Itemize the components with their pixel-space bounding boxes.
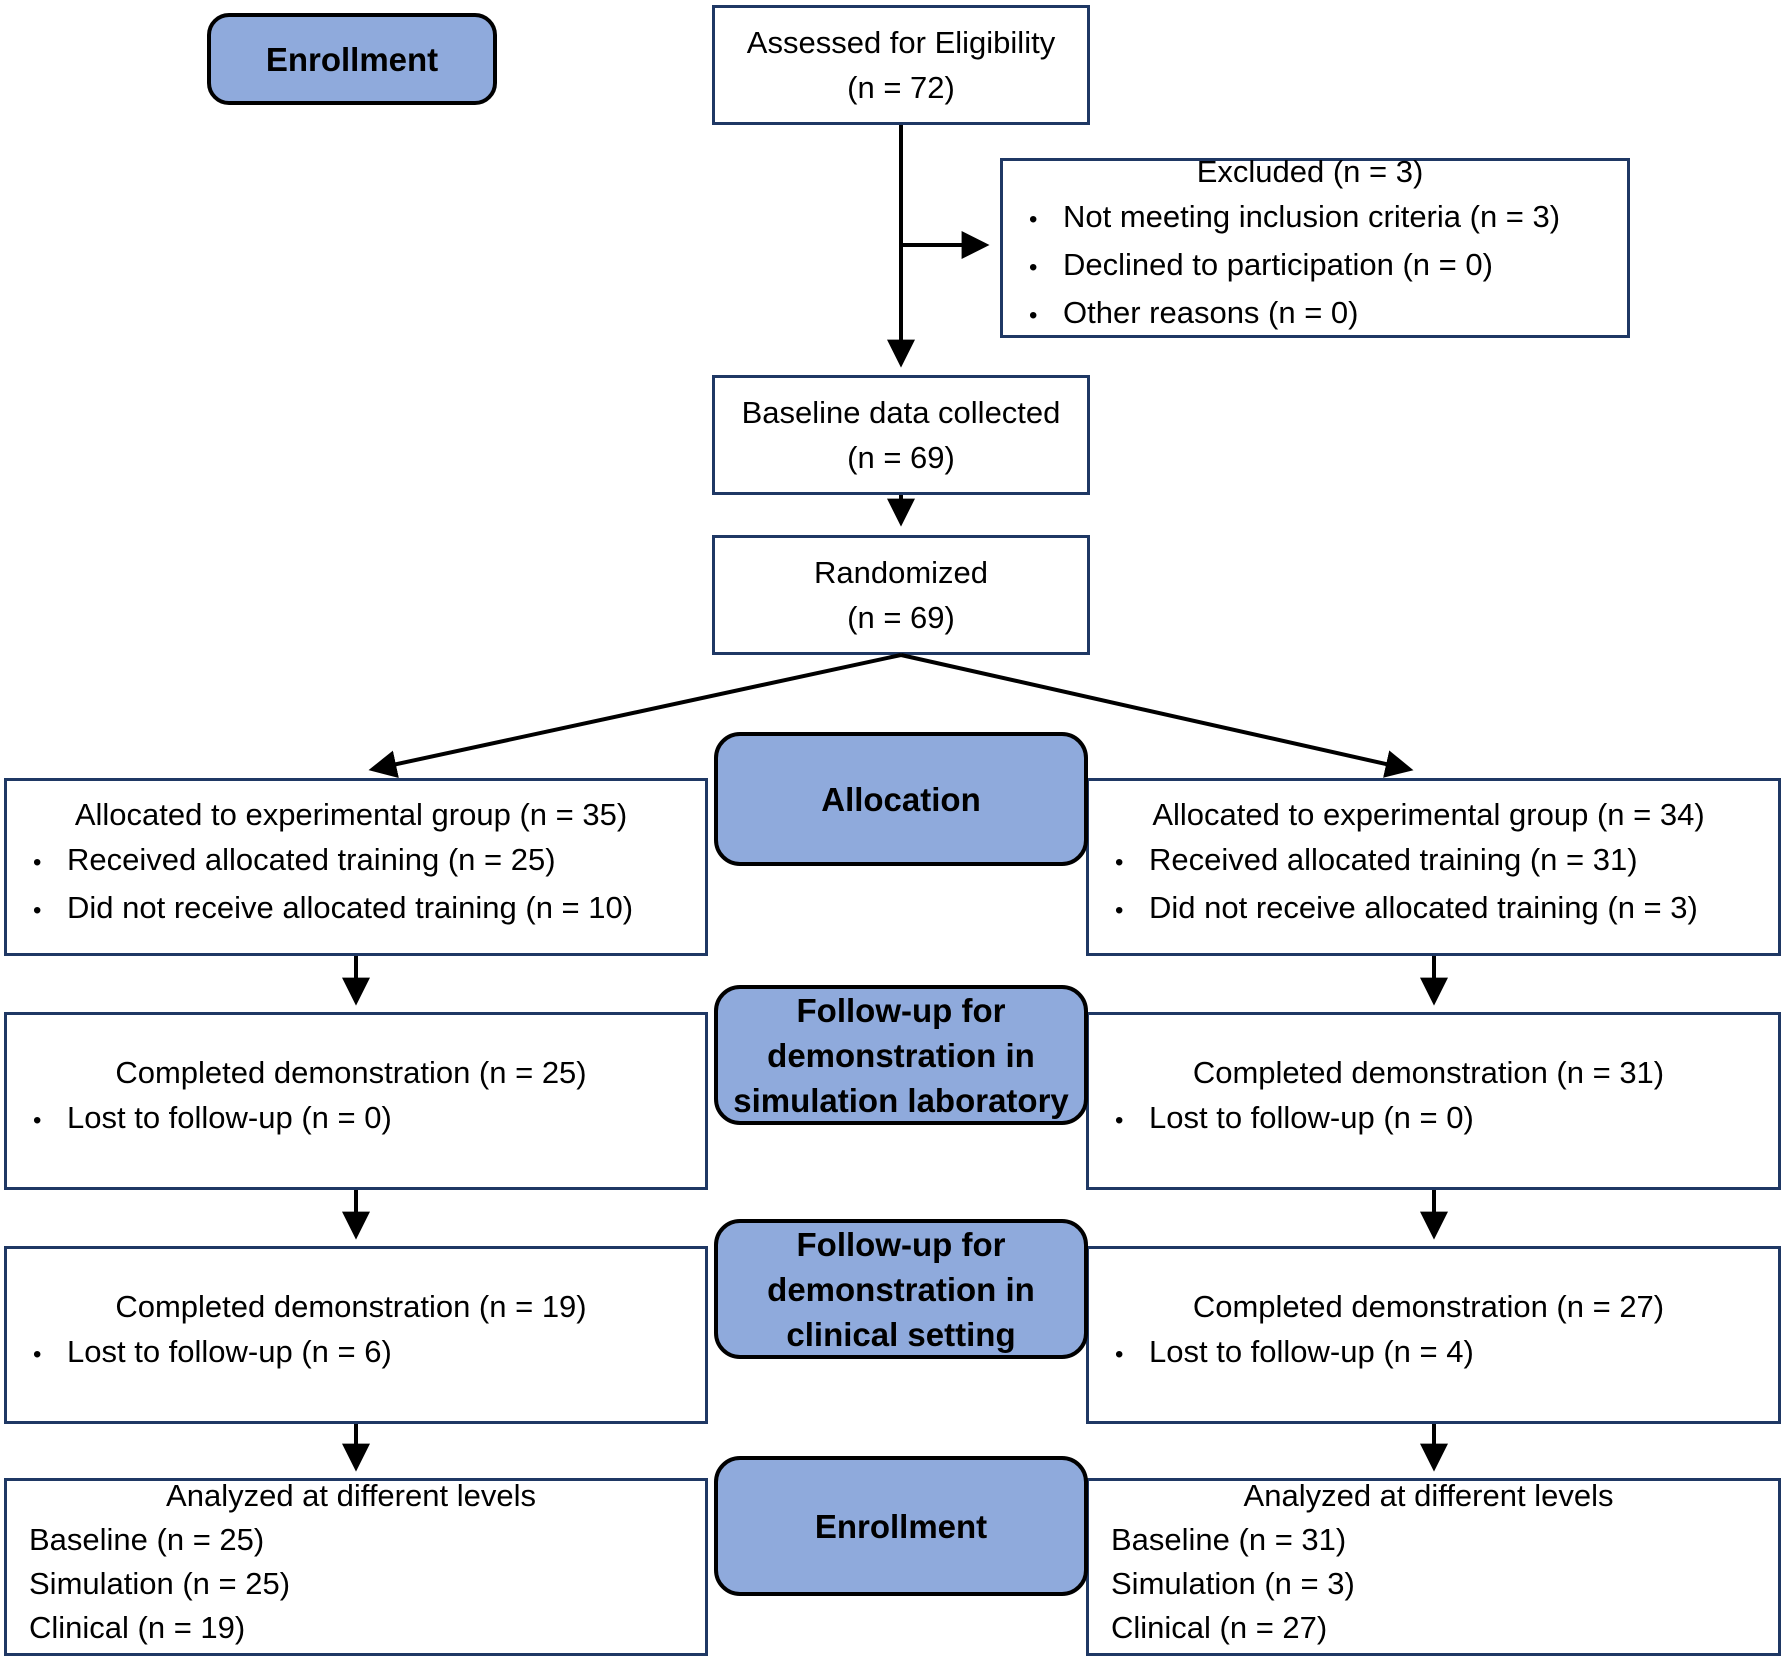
excluded-bullet-text: Other reasons (n = 0) (1063, 294, 1359, 330)
allocated-right-bullet-text: Received allocated training (n = 31) (1149, 841, 1638, 877)
baseline-line2: (n = 69) (847, 440, 955, 475)
excluded-bullet: • Declined to participation (n = 0) (1003, 242, 1617, 290)
assessed-line2: (n = 72) (847, 70, 955, 105)
clinical-left-bullet-text: Lost to follow-up (n = 6) (67, 1333, 392, 1369)
allocated-right-title: Allocated to experimental group (n = 34) (1152, 796, 1705, 832)
bullet-icon: • (1115, 896, 1124, 924)
simulation-right-bullet-text: Lost to follow-up (n = 0) (1149, 1099, 1474, 1135)
analyzed-right-box: Analyzed at different levels Baseline (n… (1086, 1478, 1781, 1656)
allocated-left-bullet-text: Received allocated training (n = 25) (67, 841, 556, 877)
simulation-left-title: Completed demonstration (n = 25) (115, 1054, 587, 1090)
stage-followup-simulation-label: Follow-up for demonstration in simulatio… (733, 991, 1069, 1119)
analyzed-right-line: Baseline (n = 31) (1111, 1522, 1347, 1557)
excluded-bullet-text: Not meeting inclusion criteria (n = 3) (1063, 198, 1561, 234)
clinical-right-box: Completed demonstration (n = 27) • Lost … (1086, 1246, 1781, 1424)
baseline-box: Baseline data collected (n = 69) (712, 375, 1090, 495)
simulation-left-box: Completed demonstration (n = 25) • Lost … (4, 1012, 708, 1190)
stage-followup-clinical: Follow-up for demonstration in clinical … (714, 1219, 1088, 1359)
allocated-left-bullet-text: Did not receive allocated training (n = … (67, 889, 634, 925)
bullet-icon: • (1029, 205, 1038, 233)
stage-followup-simulation: Follow-up for demonstration in simulatio… (714, 985, 1088, 1125)
allocated-left-bullet: • Did not receive allocated training (n … (7, 885, 695, 933)
bullet-icon: • (1029, 301, 1038, 329)
stage-allocation: Allocation (714, 732, 1088, 866)
bullet-icon: • (1029, 253, 1038, 281)
bullet-icon: • (1115, 1106, 1124, 1134)
bullet-icon: • (33, 1106, 42, 1134)
analyzed-right-line: Clinical (n = 27) (1111, 1610, 1328, 1645)
clinical-right-title: Completed demonstration (n = 27) (1192, 1288, 1665, 1324)
stage-enrollment-bottom: Enrollment (714, 1456, 1088, 1596)
bullet-icon: • (1115, 1340, 1124, 1368)
stage-allocation-label: Allocation (821, 780, 981, 818)
allocated-left-box: Allocated to experimental group (n = 35)… (4, 778, 708, 956)
analyzed-left-line: Clinical (n = 19) (29, 1610, 246, 1645)
stage-enrollment-top: Enrollment (207, 13, 497, 105)
simulation-right-box: Completed demonstration (n = 31) • Lost … (1086, 1012, 1781, 1190)
bullet-icon: • (1115, 848, 1124, 876)
stage-enrollment-top-label: Enrollment (265, 40, 439, 78)
stage-followup-clinical-label: Follow-up for demonstration in clinical … (767, 1225, 1035, 1353)
simulation-left-bullet: • Lost to follow-up (n = 0) (7, 1095, 695, 1143)
allocated-right-bullet-text: Did not receive allocated training (n = … (1149, 889, 1698, 925)
bullet-icon: • (33, 896, 42, 924)
bullet-icon: • (33, 1340, 42, 1368)
excluded-bullet-text: Declined to participation (n = 0) (1063, 246, 1493, 282)
analyzed-left-line: Baseline (n = 25) (29, 1522, 265, 1557)
excluded-bullet: • Not meeting inclusion criteria (n = 3) (1003, 194, 1617, 242)
clinical-right-bullet-text: Lost to follow-up (n = 4) (1149, 1333, 1474, 1369)
analyzed-left-line: Simulation (n = 25) (29, 1566, 291, 1601)
clinical-left-bullet: • Lost to follow-up (n = 6) (7, 1329, 695, 1377)
analyzed-left-box: Analyzed at different levels Baseline (n… (4, 1478, 708, 1656)
analyzed-right-line: Simulation (n = 3) (1111, 1566, 1355, 1601)
randomized-line2: (n = 69) (847, 600, 955, 635)
allocated-left-title: Allocated to experimental group (n = 35) (74, 796, 628, 832)
allocated-left-bullet: • Received allocated training (n = 25) (7, 837, 695, 885)
analyzed-left-title: Analyzed at different levels (166, 1478, 536, 1513)
allocated-right-box: Allocated to experimental group (n = 34)… (1086, 778, 1781, 956)
simulation-right-bullet: • Lost to follow-up (n = 0) (1089, 1095, 1768, 1143)
bullet-icon: • (33, 848, 42, 876)
simulation-right-title: Completed demonstration (n = 31) (1192, 1054, 1665, 1090)
baseline-line1: Baseline data collected (741, 395, 1061, 430)
clinical-left-box: Completed demonstration (n = 19) • Lost … (4, 1246, 708, 1424)
assessed-box: Assessed for Eligibility (n = 72) (712, 5, 1090, 125)
randomized-box: Randomized (n = 69) (712, 535, 1090, 655)
excluded-title: Excluded (n = 3) (1196, 153, 1424, 189)
assessed-line1: Assessed for Eligibility (746, 25, 1056, 60)
clinical-left-title: Completed demonstration (n = 19) (115, 1288, 587, 1324)
excluded-bullet: • Other reasons (n = 0) (1003, 290, 1617, 338)
simulation-left-bullet-text: Lost to follow-up (n = 0) (67, 1099, 392, 1135)
excluded-box: Excluded (n = 3) • Not meeting inclusion… (1000, 154, 1630, 338)
allocated-right-bullet: • Did not receive allocated training (n … (1089, 885, 1768, 933)
allocated-right-bullet: • Received allocated training (n = 31) (1089, 837, 1768, 885)
clinical-right-bullet: • Lost to follow-up (n = 4) (1089, 1329, 1768, 1377)
stage-enrollment-bottom-label: Enrollment (814, 1507, 988, 1545)
randomized-line1: Randomized (813, 555, 989, 590)
analyzed-right-title: Analyzed at different levels (1243, 1478, 1614, 1513)
